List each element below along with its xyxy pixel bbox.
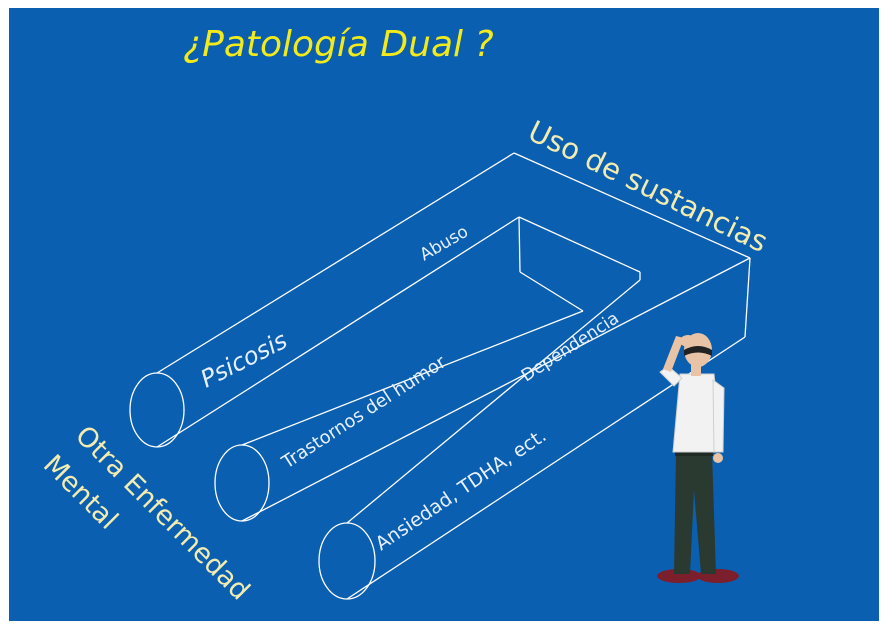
thinking-man-figure — [657, 333, 739, 583]
substance-use-label: Uso de sustancias — [523, 114, 773, 259]
tube-ansiedad-end — [318, 522, 376, 600]
page-title: ¿Patología Dual ? — [183, 24, 494, 65]
slide-background — [9, 8, 879, 621]
pipe-outline — [129, 152, 751, 600]
abuso-label: Abuso — [417, 222, 472, 266]
trastornos-humor-label: Trastornos del humor — [277, 351, 450, 473]
dependencia-label: Dependencia — [518, 308, 623, 386]
tube-psicosis-end — [129, 372, 185, 448]
ansiedad-label: Ansiedad, TDHA, ect. — [371, 425, 550, 556]
tube-humor-end — [214, 444, 270, 522]
psicosis-label: Psicosis — [196, 326, 292, 393]
